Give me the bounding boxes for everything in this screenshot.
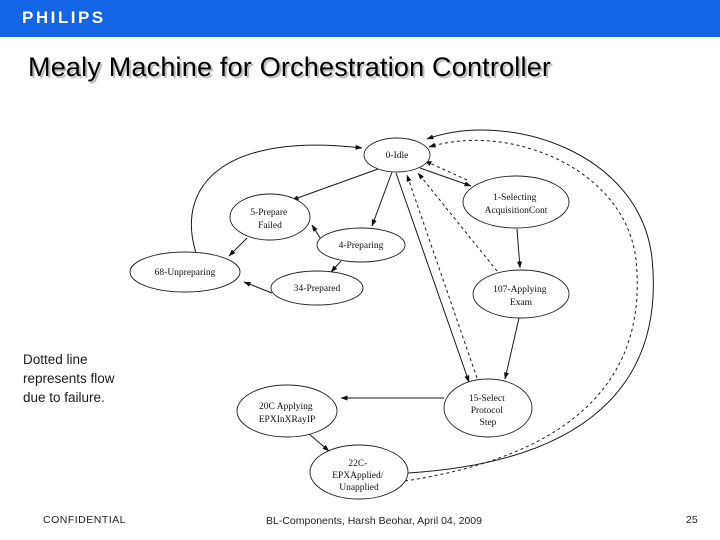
svg-text:0-Idle: 0-Idle <box>386 151 409 161</box>
page-number: 25 <box>686 514 698 526</box>
svg-text:107-Applying Exam: 107-Applying Exam <box>493 285 549 308</box>
svg-text:34-Prepared: 34-Prepared <box>294 284 341 294</box>
failure-note-line1: Dotted line <box>23 352 88 367</box>
state-label-selecting-line2: AcquisitionCont <box>485 206 548 216</box>
edge-idle-to-select-protocol <box>395 172 470 383</box>
state-node-idle: 0-Idle <box>363 137 431 173</box>
edge-epx-applied-to-idle-failure <box>404 139 638 482</box>
state-node-applying-epx: 20C Applying EPXInXRayIP <box>236 384 338 438</box>
state-label-epx-applied-line1: 22C- <box>348 459 367 469</box>
state-label-prepare-failed-line2: Failed <box>258 221 282 231</box>
state-label-select-protocol-line1: 15-Select <box>469 394 505 404</box>
edge-preparing-to-prepared <box>330 260 342 273</box>
edge-selecting-acquisition-to-applying-exam <box>516 228 522 269</box>
edge-idle-to-selecting-acquisition <box>419 167 472 187</box>
state-label-select-protocol-line3: Step <box>480 418 497 428</box>
svg-text:5-Prepare Failed: 5-Prepare Failed <box>250 208 289 231</box>
state-node-prepared: 34-Prepared <box>270 270 364 306</box>
edge-prepare-failed-to-unpreparing <box>228 237 248 257</box>
philips-header-bar: PHILIPS <box>0 0 720 37</box>
failure-note: Dotted line represents flow due to failu… <box>23 350 115 407</box>
state-label-applying-epx-line2: EPXInXRayIP <box>259 415 315 425</box>
state-node-epx-applied: 22C- EPXApplied/ Unapplied <box>309 444 409 500</box>
state-label-preparing: 4-Preparing <box>339 241 384 251</box>
footer-credit: BL-Components, Harsh Beohar, April 04, 2… <box>266 515 482 527</box>
philips-logo: PHILIPS <box>22 8 106 27</box>
state-label-epx-applied-line3: Unapplied <box>339 483 379 493</box>
edge-epx-applied-to-idle-solid <box>407 129 654 474</box>
edge-applying-epx-to-epx-applied <box>308 433 330 452</box>
svg-text:1-Selecting Acquisitio: 1-Selecting AcquisitionCont <box>485 193 548 216</box>
state-node-selecting-acquisition: 1-Selecting AcquisitionCont <box>462 175 570 229</box>
svg-text:22C- EPXApplied/: 22C- EPXApplied/ Unapplied <box>332 459 386 493</box>
svg-text:15-Select Protocol: 15-Select Protocol Step <box>469 394 507 428</box>
confidential-label: CONFIDENTIAL <box>43 514 127 526</box>
state-label-selecting-line1: 1-Selecting <box>493 193 537 203</box>
svg-text:20C Applying EPXInXRay: 20C Applying EPXInXRayIP <box>259 402 315 425</box>
state-node-prepare-failed: 5-Prepare Failed <box>229 193 311 241</box>
state-label-prepare-failed-line1: 5-Prepare <box>250 208 287 218</box>
state-label-unpreparing: 68-Unpreparing <box>155 268 216 278</box>
state-label-idle: 0-Idle <box>386 151 409 161</box>
edge-applying-exam-to-idle-failure <box>417 172 498 272</box>
state-node-unpreparing: 68-Unpreparing <box>129 251 241 293</box>
state-label-epx-applied-line2: EPXApplied/ <box>332 471 384 481</box>
edge-idle-to-prepare-failed <box>291 168 379 201</box>
failure-note-line2: represents flow <box>23 371 115 386</box>
svg-text:68-Unpreparing: 68-Unpreparing <box>155 268 216 278</box>
state-label-applying-epx-line1: 20C Applying <box>259 402 313 412</box>
state-node-select-protocol-step: 15-Select Protocol Step <box>443 378 533 438</box>
edge-idle-to-preparing <box>371 171 393 227</box>
edge-prepared-to-unpreparing <box>243 281 273 294</box>
state-label-select-protocol-line2: Protocol <box>471 406 504 416</box>
slide-title: Mealy Machine for Orchestration Controll… <box>28 52 552 82</box>
state-label-prepared: 34-Prepared <box>294 284 341 294</box>
failure-note-line3: due to failure. <box>23 390 105 405</box>
edge-unpreparing-to-idle <box>191 144 363 254</box>
svg-text:4-Preparing: 4-Preparing <box>339 241 384 251</box>
edge-applying-exam-to-select-protocol <box>504 317 520 380</box>
edge-selecting-acquisition-to-idle-failure <box>424 160 468 181</box>
state-node-preparing: 4-Preparing <box>316 227 406 263</box>
state-label-applying-exam-line1: 107-Applying <box>493 285 547 295</box>
state-node-applying-exam: 107-Applying Exam <box>472 269 570 319</box>
state-label-applying-exam-line2: Exam <box>510 298 533 308</box>
